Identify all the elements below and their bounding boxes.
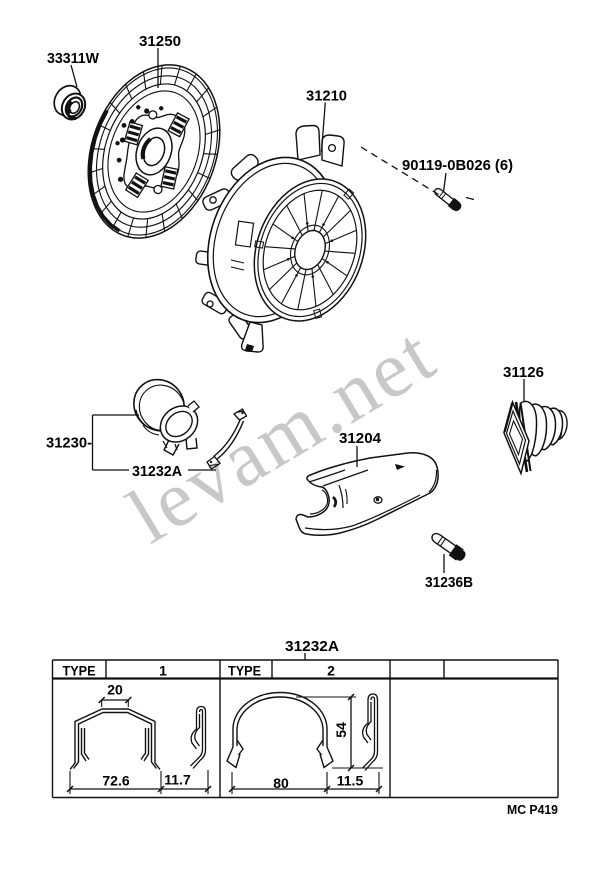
svg-text:TYPE: TYPE bbox=[63, 664, 96, 679]
svg-text:31250: 31250 bbox=[139, 33, 181, 50]
svg-text:31232A: 31232A bbox=[285, 638, 339, 655]
svg-text:72.6: 72.6 bbox=[102, 773, 129, 789]
svg-text:54: 54 bbox=[333, 722, 349, 738]
svg-text:31126: 31126 bbox=[503, 364, 544, 381]
svg-text:31232A: 31232A bbox=[132, 463, 182, 480]
svg-text:33311W: 33311W bbox=[47, 50, 100, 67]
svg-text:31236B: 31236B bbox=[425, 574, 473, 591]
svg-text:31230-: 31230- bbox=[46, 435, 92, 452]
svg-text:MC P419: MC P419 bbox=[507, 802, 558, 817]
svg-text:90119-0B026 (6): 90119-0B026 (6) bbox=[402, 157, 513, 174]
svg-text:11.7: 11.7 bbox=[164, 772, 191, 788]
svg-text:31210: 31210 bbox=[306, 88, 347, 105]
svg-text:80: 80 bbox=[273, 775, 289, 791]
svg-text:20: 20 bbox=[107, 682, 123, 698]
svg-text:31204: 31204 bbox=[339, 430, 382, 447]
svg-text:11.5: 11.5 bbox=[337, 773, 364, 789]
svg-text:2: 2 bbox=[327, 663, 335, 679]
svg-text:1: 1 bbox=[159, 663, 167, 679]
svg-text:TYPE: TYPE bbox=[228, 664, 261, 679]
